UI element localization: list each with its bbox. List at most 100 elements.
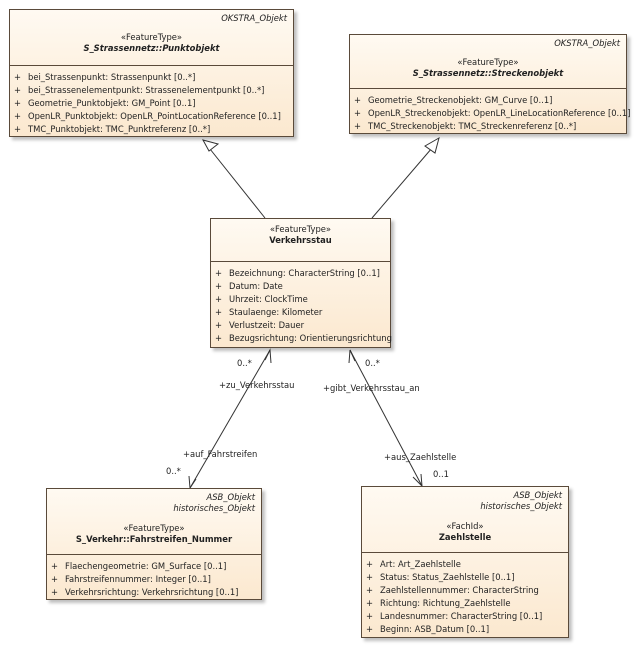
attribute-text: Beginn: ASB_Datum [0..1] <box>380 624 490 634</box>
class-attribute: + Landesnummer: CharacterString [0..1] <box>362 610 568 623</box>
attribute-visibility: + <box>215 268 223 278</box>
association-line-fahrstreifen <box>189 349 271 489</box>
attribute-text: Verkehrsrichtung: Verkehrsrichtung [0..1… <box>65 587 239 597</box>
class-name: S_Strassennetz::Punktobjekt <box>83 43 220 53</box>
class-name: Zaehlstelle <box>438 532 492 542</box>
attribute-text: bei_Strassenpunkt: Strassenpunkt [0..*] <box>28 72 196 82</box>
class-attribute: +Bezugsrichtung: Orientierungsrichtung <box>211 332 392 345</box>
class-name: S_Verkehr::Fahrstreifen_Nummer <box>75 534 233 544</box>
attribute-text: Status: Status_Zaehlstelle [0..1] <box>380 572 515 582</box>
class-attribute: +Status: Status_Zaehlstelle [0..1] <box>362 571 568 584</box>
generalization-line-streckenobjekt <box>371 147 433 219</box>
class-attribute: + Verkehrsrichtung: Verkehrsrichtung [0..… <box>47 586 261 599</box>
role-label: +zu_Verkehrsstau <box>219 380 295 390</box>
multiplicity-label: 0..* <box>237 358 252 368</box>
attribute-visibility: + <box>366 559 374 569</box>
attribute-text: Geometrie_Punktobjekt: GM_Point [0..1] <box>28 98 196 108</box>
attribute-visibility: + <box>366 611 374 621</box>
association-arrowhead-zaehlstelle <box>412 473 423 488</box>
attribute-visibility: + <box>366 598 374 608</box>
class-attribute: + Art: Art_Zaehlstelle <box>362 558 568 571</box>
class-attribute: + TMC_Streckenobjekt: TMC_Streckenreferen… <box>350 120 626 133</box>
association-arrowhead-verkehrsstau-left <box>264 348 272 364</box>
class-tag: OKSTRA_Objekt <box>554 38 620 48</box>
class-attributes: + bei_Strassenpunkt: Strassenpunkt [0..*]… <box>10 66 293 136</box>
class-attribute: +Datum: Date <box>211 280 390 293</box>
class-attributes: + Geometrie_Streckenobjekt: GM_Curve [0..… <box>350 89 630 133</box>
attribute-visibility: + <box>215 307 223 317</box>
attribute-text: TMC_Punktobjekt: TMC_Punktreferenz [0..*… <box>28 124 211 134</box>
class-stereotype: «FeatureType» <box>123 523 185 533</box>
attribute-visibility: + <box>14 72 22 82</box>
association-arrowhead-verkehrsstau-right <box>348 349 356 364</box>
multiplicity-label: 0..1 <box>433 469 449 479</box>
class-attribute: + bei_Strassenpunkt: Strassenpunkt [0..*] <box>10 71 293 84</box>
attribute-text: Staulaenge: Kilometer <box>229 307 323 317</box>
attribute-text: Art: Art_Zaehlstelle <box>380 559 461 569</box>
class-name: Verkehrsstau <box>269 235 332 245</box>
attribute-visibility: + <box>14 124 22 134</box>
attribute-text: bei_Strassenelementpunkt: Strassenelemen… <box>28 85 265 95</box>
class-attributes: + Bezeichnung: CharacterString [0..1] +Da… <box>211 262 392 345</box>
class-header: «FeatureType» Verkehrsstau <box>211 224 390 262</box>
attribute-text: Uhrzeit: ClockTime <box>229 294 308 304</box>
class-stereotype: «FeatureType» <box>269 224 332 234</box>
class-zaehlstelle[interactable]: ASB_Objekt historisches_Objekt «FachId» … <box>361 486 569 638</box>
class-streckenobjekt[interactable]: OKSTRA_Objekt «FeatureType» S_Strassenne… <box>349 34 630 134</box>
class-stereotype: «FeatureType» <box>457 57 519 67</box>
class-header: ASB_Objekt historisches_Objekt «FachId» … <box>362 487 568 553</box>
attribute-visibility: + <box>51 574 59 584</box>
class-name: S_Strassennetz::Streckenobjekt <box>412 68 564 78</box>
class-punktobjekt[interactable]: OKSTRA_Objekt «FeatureType» S_Strassenne… <box>9 9 294 137</box>
multiplicity-label: 0..* <box>166 466 181 476</box>
class-attribute: +Zaehlstellennummer: CharacterString <box>362 584 568 597</box>
attribute-text: Verlustzeit: Dauer <box>229 320 305 330</box>
attribute-visibility: + <box>366 624 374 634</box>
role-label: +aus_Zaehlstelle <box>384 452 457 462</box>
generalization-arrowhead-punktobjekt <box>202 139 220 152</box>
class-attribute: + Bezeichnung: CharacterString [0..1] <box>211 267 390 280</box>
attribute-visibility: + <box>366 585 374 595</box>
class-tag: ASB_Objekt <box>513 490 563 500</box>
class-attribute: + Geometrie_Punktobjekt: GM_Point [0..1] <box>10 97 293 110</box>
attribute-text: Landesnummer: CharacterString [0..1] <box>380 611 543 621</box>
generalization-arrowhead-streckenobjekt <box>424 136 440 154</box>
class-header: ASB_Objekt historisches_Objekt «FeatureT… <box>47 489 261 555</box>
attribute-visibility: + <box>354 95 362 105</box>
attribute-visibility: + <box>51 587 59 597</box>
class-attribute: + Fahrstreifennummer: Integer [0..1] <box>47 573 261 586</box>
class-tag: historisches_Objekt <box>173 503 255 513</box>
attribute-text: TMC_Streckenobjekt: TMC_Streckenreferenz… <box>368 121 577 131</box>
attribute-text: Bezeichnung: CharacterString [0..1] <box>229 268 380 278</box>
attribute-text: Geometrie_Streckenobjekt: GM_Curve [0..1… <box>368 95 553 105</box>
class-header: OKSTRA_Objekt «FeatureType» S_Strassenne… <box>350 35 626 89</box>
attribute-visibility: + <box>215 320 223 330</box>
attribute-visibility: + <box>14 111 22 121</box>
attribute-visibility: + <box>354 121 362 131</box>
multiplicity-label: 0..* <box>365 358 380 368</box>
attribute-visibility: + <box>14 98 22 108</box>
attribute-visibility: + <box>14 85 22 95</box>
attribute-visibility: + <box>215 281 223 291</box>
class-attributes: +Flaechengeometrie: GM_Surface [0..1] +F… <box>47 555 261 599</box>
class-attributes: +Art: Art_Zaehlstelle +Status: Status_Za… <box>362 553 568 636</box>
class-attribute: + bei_Strassenelementpunkt: Strasseneleme… <box>10 84 293 97</box>
attribute-text: Flaechengeometrie: GM_Surface [0..1] <box>65 561 227 571</box>
role-label: +auf_Fahrstreifen <box>183 449 258 459</box>
class-stereotype: «FachId» <box>446 521 484 531</box>
attribute-text: OpenLR_Punktobjekt: OpenLR_PointLocation… <box>28 111 281 121</box>
attribute-text: OpenLR_Streckenobjekt: OpenLR_LineLocati… <box>368 108 631 118</box>
class-attribute: + Uhrzeit: ClockTime <box>211 293 390 306</box>
class-attribute: + Richtung: Richtung_Zaehlstelle <box>362 597 568 610</box>
attribute-text: Fahrstreifennummer: Integer [0..1] <box>65 574 211 584</box>
class-attribute: +Flaechengeometrie: GM_Surface [0..1] <box>47 560 261 573</box>
attribute-visibility: + <box>215 294 223 304</box>
class-verkehrsstau[interactable]: «FeatureType» Verkehrsstau + Bezeichnung:… <box>210 218 392 348</box>
class-attribute: + Verlustzeit: Dauer <box>211 319 390 332</box>
attribute-text: Richtung: Richtung_Zaehlstelle <box>380 598 511 608</box>
role-label: +gibt_Verkehrsstau_an <box>323 383 420 393</box>
class-stereotype: «FeatureType» <box>120 32 183 42</box>
class-fahrstreifen-nummer[interactable]: ASB_Objekt historisches_Objekt «FeatureT… <box>46 488 262 600</box>
class-attribute: + Staulaenge: Kilometer <box>211 306 390 319</box>
association-arrowhead-fahrstreifen <box>188 475 197 490</box>
